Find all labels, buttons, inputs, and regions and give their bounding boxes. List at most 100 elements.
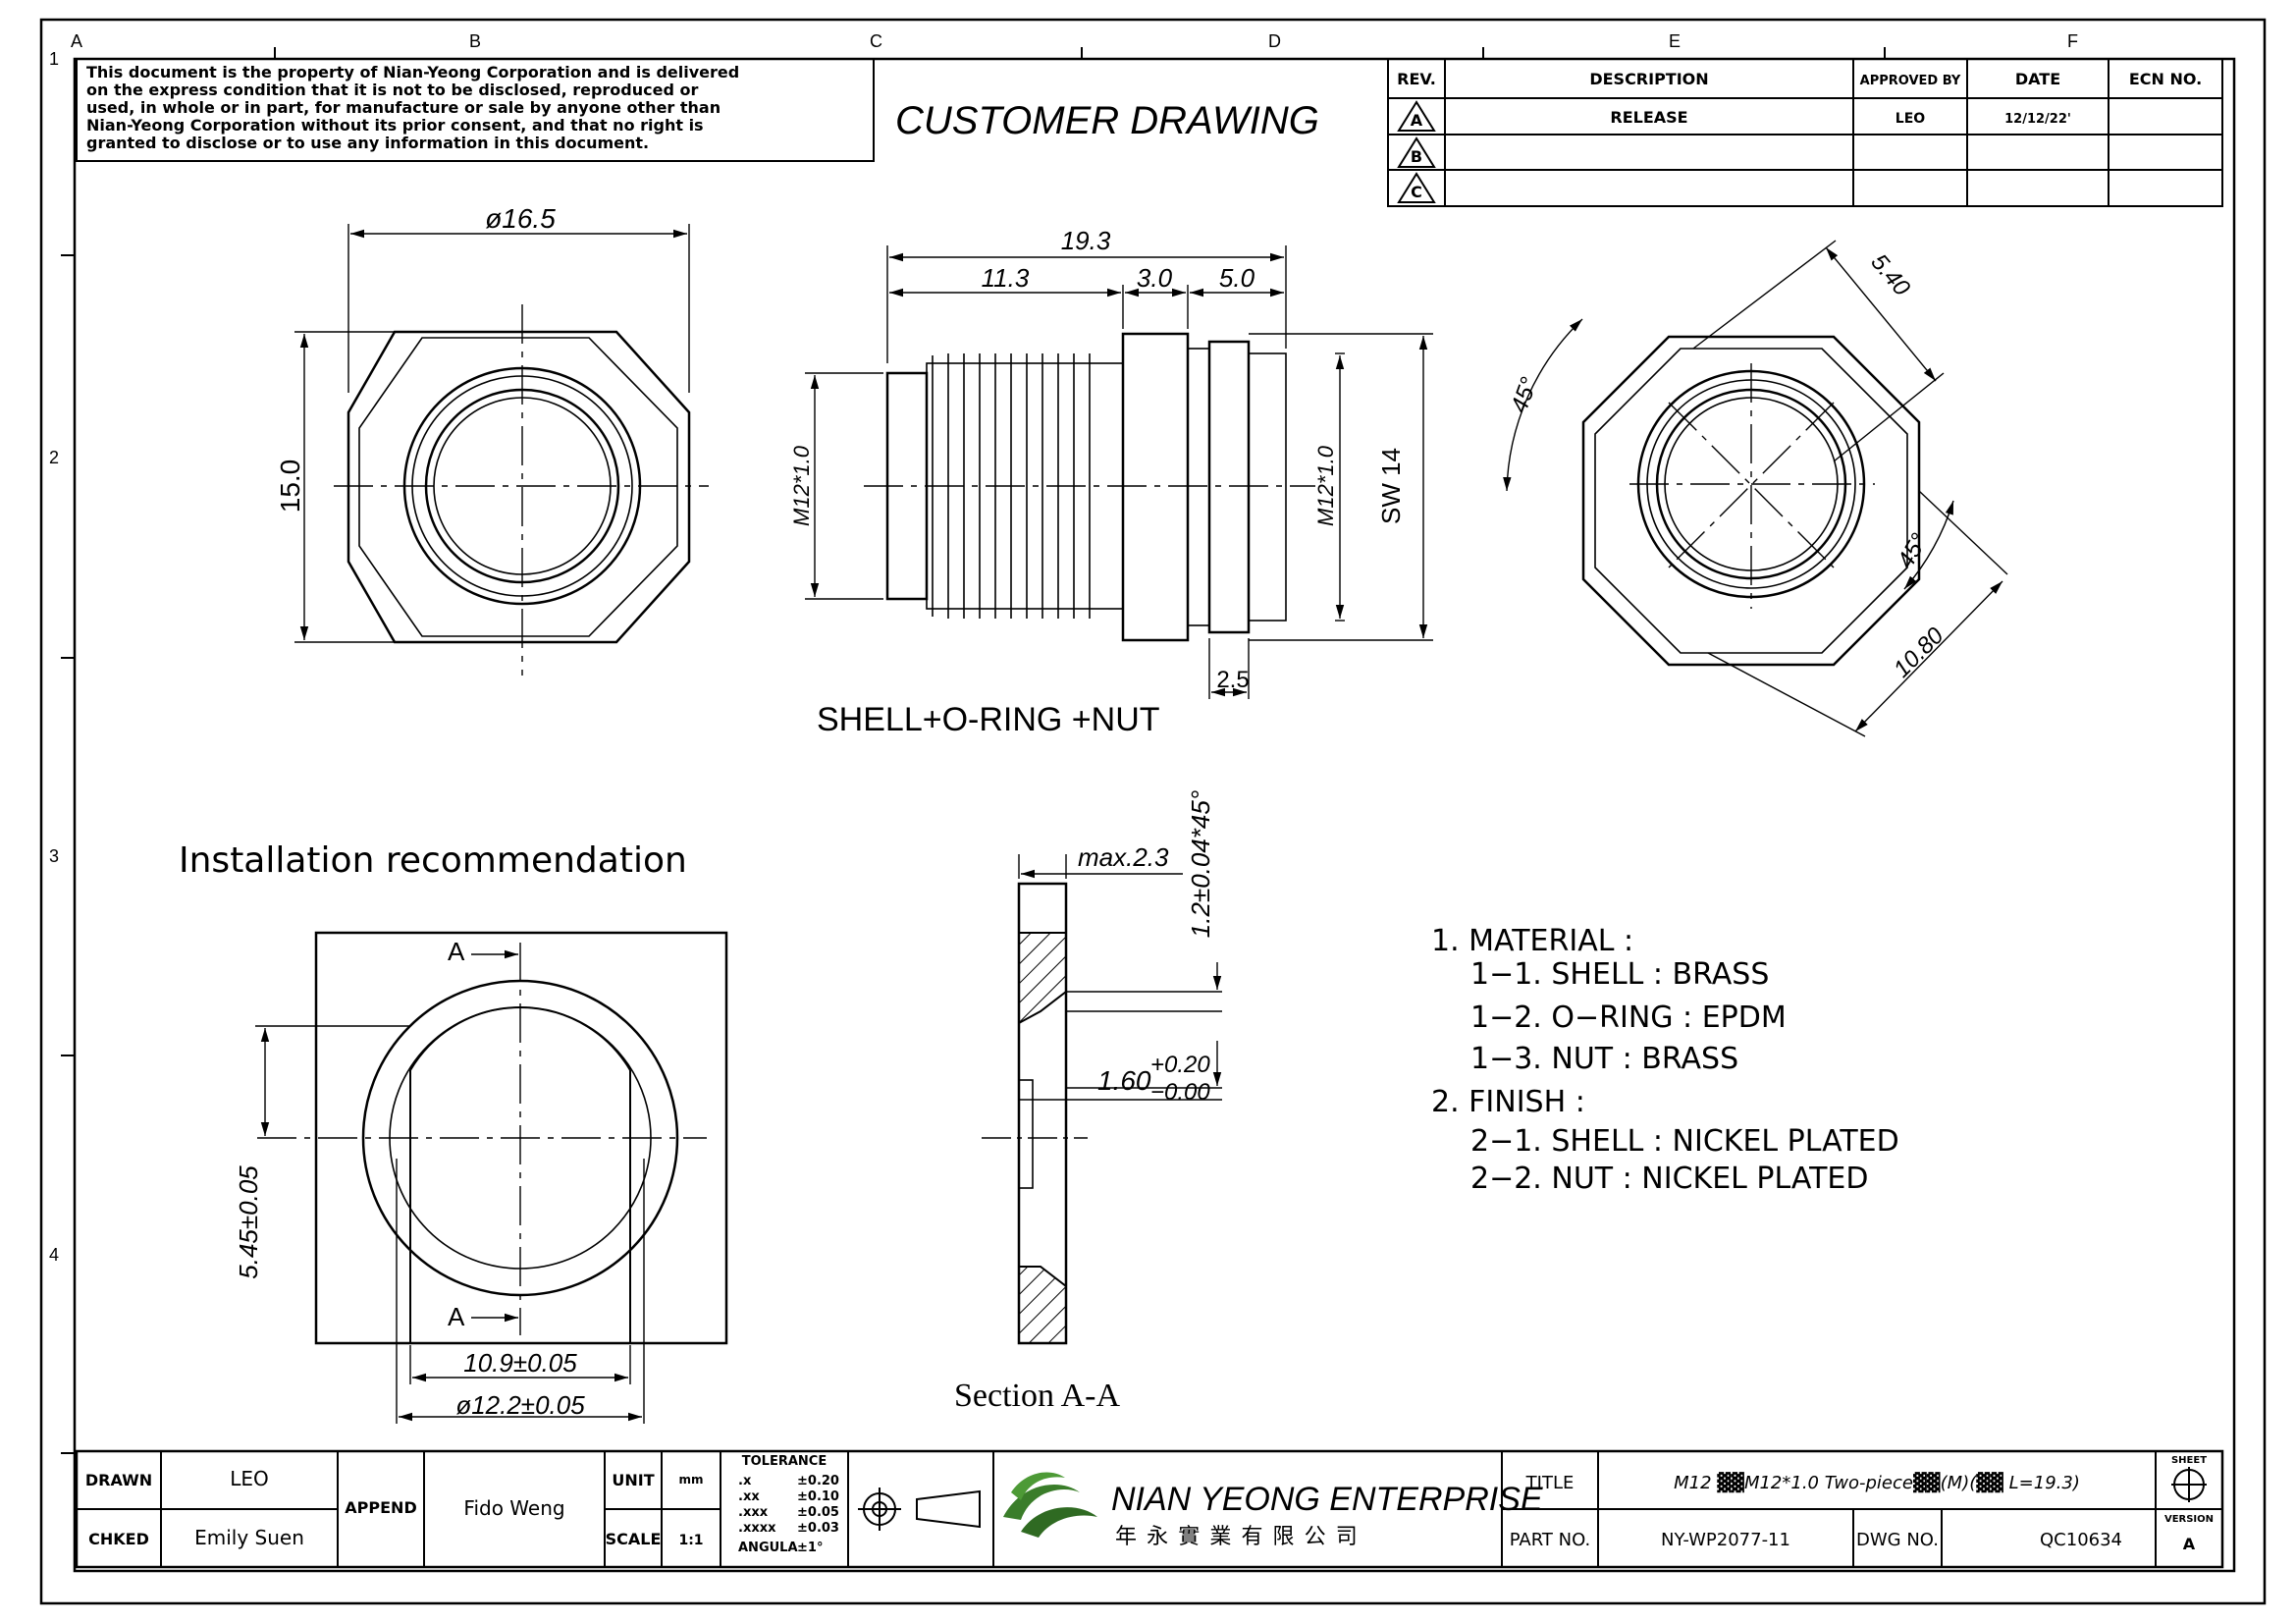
sheet-label: SHEET bbox=[2171, 1455, 2207, 1466]
side-d1-dim: 11.3 bbox=[982, 263, 1030, 293]
dwgno-label: DWG NO. bbox=[1856, 1530, 1939, 1550]
grid-col-e: E bbox=[1669, 31, 1681, 51]
unit-value: mm bbox=[678, 1473, 703, 1487]
tol-value: ±0.05 bbox=[797, 1505, 839, 1520]
side-thread-left: M12*1.0 bbox=[789, 445, 814, 526]
company-name-zh: 年 永 實 業 有 限 公 司 bbox=[1115, 1524, 1360, 1548]
section-mark-bottom: A bbox=[448, 1302, 465, 1331]
section-max-dim: max.2.3 bbox=[1078, 842, 1169, 872]
grid-column-labels: A B C D E F bbox=[71, 31, 2078, 51]
side-sw-dim: SW 14 bbox=[1376, 448, 1406, 524]
unit-label: UNIT bbox=[612, 1471, 654, 1489]
tol-key: .xxxx bbox=[738, 1521, 776, 1536]
note-line: 1−2. O−RING : EPDM bbox=[1470, 1001, 1787, 1035]
grid-col-b: B bbox=[469, 31, 481, 51]
note-line: 1−1. SHELL : BRASS bbox=[1470, 957, 1769, 992]
rev-a-description: RELEASE bbox=[1610, 108, 1687, 127]
tol-value: ±0.20 bbox=[797, 1474, 839, 1488]
notice-line: This document is the property of Nian-Ye… bbox=[86, 63, 739, 81]
title-value: M12 ▓▓M12*1.0 Two-piece▓▓(M)(▓▓ L=19.3) bbox=[1674, 1472, 2080, 1493]
scale-label: SCALE bbox=[606, 1530, 662, 1548]
section-title: Section A-A bbox=[954, 1378, 1120, 1414]
side-d3-dim: 5.0 bbox=[1219, 263, 1255, 293]
install-vertical-dim: 5.45±0.05 bbox=[234, 1165, 263, 1279]
front-height-dim: 15.0 bbox=[275, 460, 305, 514]
rev-header: REV. bbox=[1397, 70, 1436, 88]
grid-ticks bbox=[61, 47, 1886, 1454]
side-view-caption: SHELL+O-RING +NUT bbox=[817, 701, 1160, 738]
install-dia-dim: ø12.2±0.05 bbox=[455, 1390, 585, 1420]
notice-line: Nian-Yeong Corporation without its prior… bbox=[86, 116, 704, 135]
material-notes: 1. MATERIAL : 1−1. SHELL : BRASS 1−2. O−… bbox=[1431, 924, 1899, 1196]
rev-a-date: 12/12/22' bbox=[2004, 112, 2071, 127]
note-line: 2−2. NUT : NICKEL PLATED bbox=[1470, 1162, 1868, 1196]
section-chamfer-dim: 1.2±0.04*45° bbox=[1186, 790, 1215, 938]
section-thk-plus: +0.20 bbox=[1150, 1052, 1210, 1078]
front-view bbox=[294, 224, 709, 676]
grid-col-c: C bbox=[870, 31, 882, 51]
partno-value: NY-WP2077-11 bbox=[1661, 1530, 1790, 1550]
side-thread-right: M12*1.0 bbox=[1313, 445, 1338, 526]
tolerance-title: TOLERANCE bbox=[742, 1454, 827, 1469]
drawn-label: DRAWN bbox=[85, 1471, 152, 1489]
title-block: DRAWN LEO CHKED Emily Suen APPEND Fido W… bbox=[75, 1449, 2224, 1569]
end-flat-dim: 5.40 bbox=[1865, 249, 1915, 302]
section-mark-top: A bbox=[448, 937, 465, 966]
tol-value: ±1° bbox=[797, 1541, 823, 1555]
dwgno-value: QC10634 bbox=[2040, 1530, 2122, 1550]
side-view bbox=[805, 245, 1433, 699]
date-header: DATE bbox=[2015, 70, 2060, 88]
checked-value: Emily Suen bbox=[194, 1526, 304, 1549]
revision-table: REV. DESCRIPTION APPROVED BY DATE ECN NO… bbox=[1387, 58, 2223, 207]
note-line: 2. FINISH : bbox=[1431, 1085, 1585, 1119]
notice-line: used, in whole or in part, for manufactu… bbox=[86, 98, 721, 117]
description-header: DESCRIPTION bbox=[1589, 70, 1708, 88]
notice-line: on the express condition that it is not … bbox=[86, 81, 698, 99]
rev-a-label: A bbox=[1411, 111, 1423, 130]
section-view bbox=[982, 854, 1222, 1345]
note-line: 1. MATERIAL : bbox=[1431, 924, 1633, 958]
grid-row-2: 2 bbox=[49, 448, 59, 467]
tol-key: ANGULA bbox=[738, 1541, 798, 1555]
grid-row-labels: 1 2 3 4 bbox=[49, 49, 59, 1265]
sheet-border bbox=[39, 18, 2267, 1605]
sheet-symbol-icon bbox=[2171, 1467, 2207, 1502]
side-d2-dim: 3.0 bbox=[1137, 263, 1173, 293]
section-thk-minus: −0.00 bbox=[1150, 1079, 1210, 1106]
installation-title: Installation recommendation bbox=[179, 840, 687, 881]
tol-value: ±0.10 bbox=[797, 1489, 839, 1504]
end-angle-top: 45° bbox=[1506, 373, 1543, 416]
scale-value: 1:1 bbox=[678, 1533, 703, 1548]
version-label: VERSION bbox=[2164, 1514, 2214, 1525]
drawn-value: LEO bbox=[230, 1467, 269, 1490]
company-name-en: NIAN YEONG ENTERPRISE bbox=[1111, 1481, 1543, 1518]
tol-value: ±0.03 bbox=[797, 1521, 839, 1536]
note-line: 1−3. NUT : BRASS bbox=[1470, 1042, 1738, 1076]
grid-row-4: 4 bbox=[49, 1245, 59, 1265]
checked-label: CHKED bbox=[88, 1530, 149, 1548]
append-label: APPEND bbox=[345, 1498, 416, 1517]
grid-col-f: F bbox=[2067, 31, 2078, 51]
grid-col-a: A bbox=[71, 31, 82, 51]
rev-b-label: B bbox=[1411, 147, 1422, 166]
partno-label: PART NO. bbox=[1510, 1530, 1591, 1550]
drawing-title: CUSTOMER DRAWING bbox=[895, 99, 1319, 142]
projection-symbol-icon bbox=[858, 1488, 981, 1531]
rev-c-label: C bbox=[1411, 183, 1422, 201]
tol-key: .x bbox=[738, 1474, 752, 1488]
company-logo-icon bbox=[1003, 1472, 1097, 1538]
tol-key: .xx bbox=[738, 1489, 760, 1504]
side-nut-thk-dim: 2.5 bbox=[1216, 667, 1249, 693]
confidentiality-notice: This document is the property of Nian-Ye… bbox=[76, 58, 875, 162]
end-view bbox=[1503, 240, 2008, 737]
title-label: TITLE bbox=[1525, 1473, 1575, 1493]
notice-line: granted to disclose or to use any inform… bbox=[86, 134, 649, 152]
grid-col-d: D bbox=[1268, 31, 1281, 51]
install-width-dim: 10.9±0.05 bbox=[463, 1348, 577, 1378]
grid-row-1: 1 bbox=[49, 49, 59, 69]
ecn-header: ECN NO. bbox=[2129, 70, 2202, 88]
tol-key: .xxx bbox=[738, 1505, 769, 1520]
rev-triangles bbox=[1397, 100, 1436, 203]
note-line: 2−1. SHELL : NICKEL PLATED bbox=[1470, 1124, 1899, 1159]
